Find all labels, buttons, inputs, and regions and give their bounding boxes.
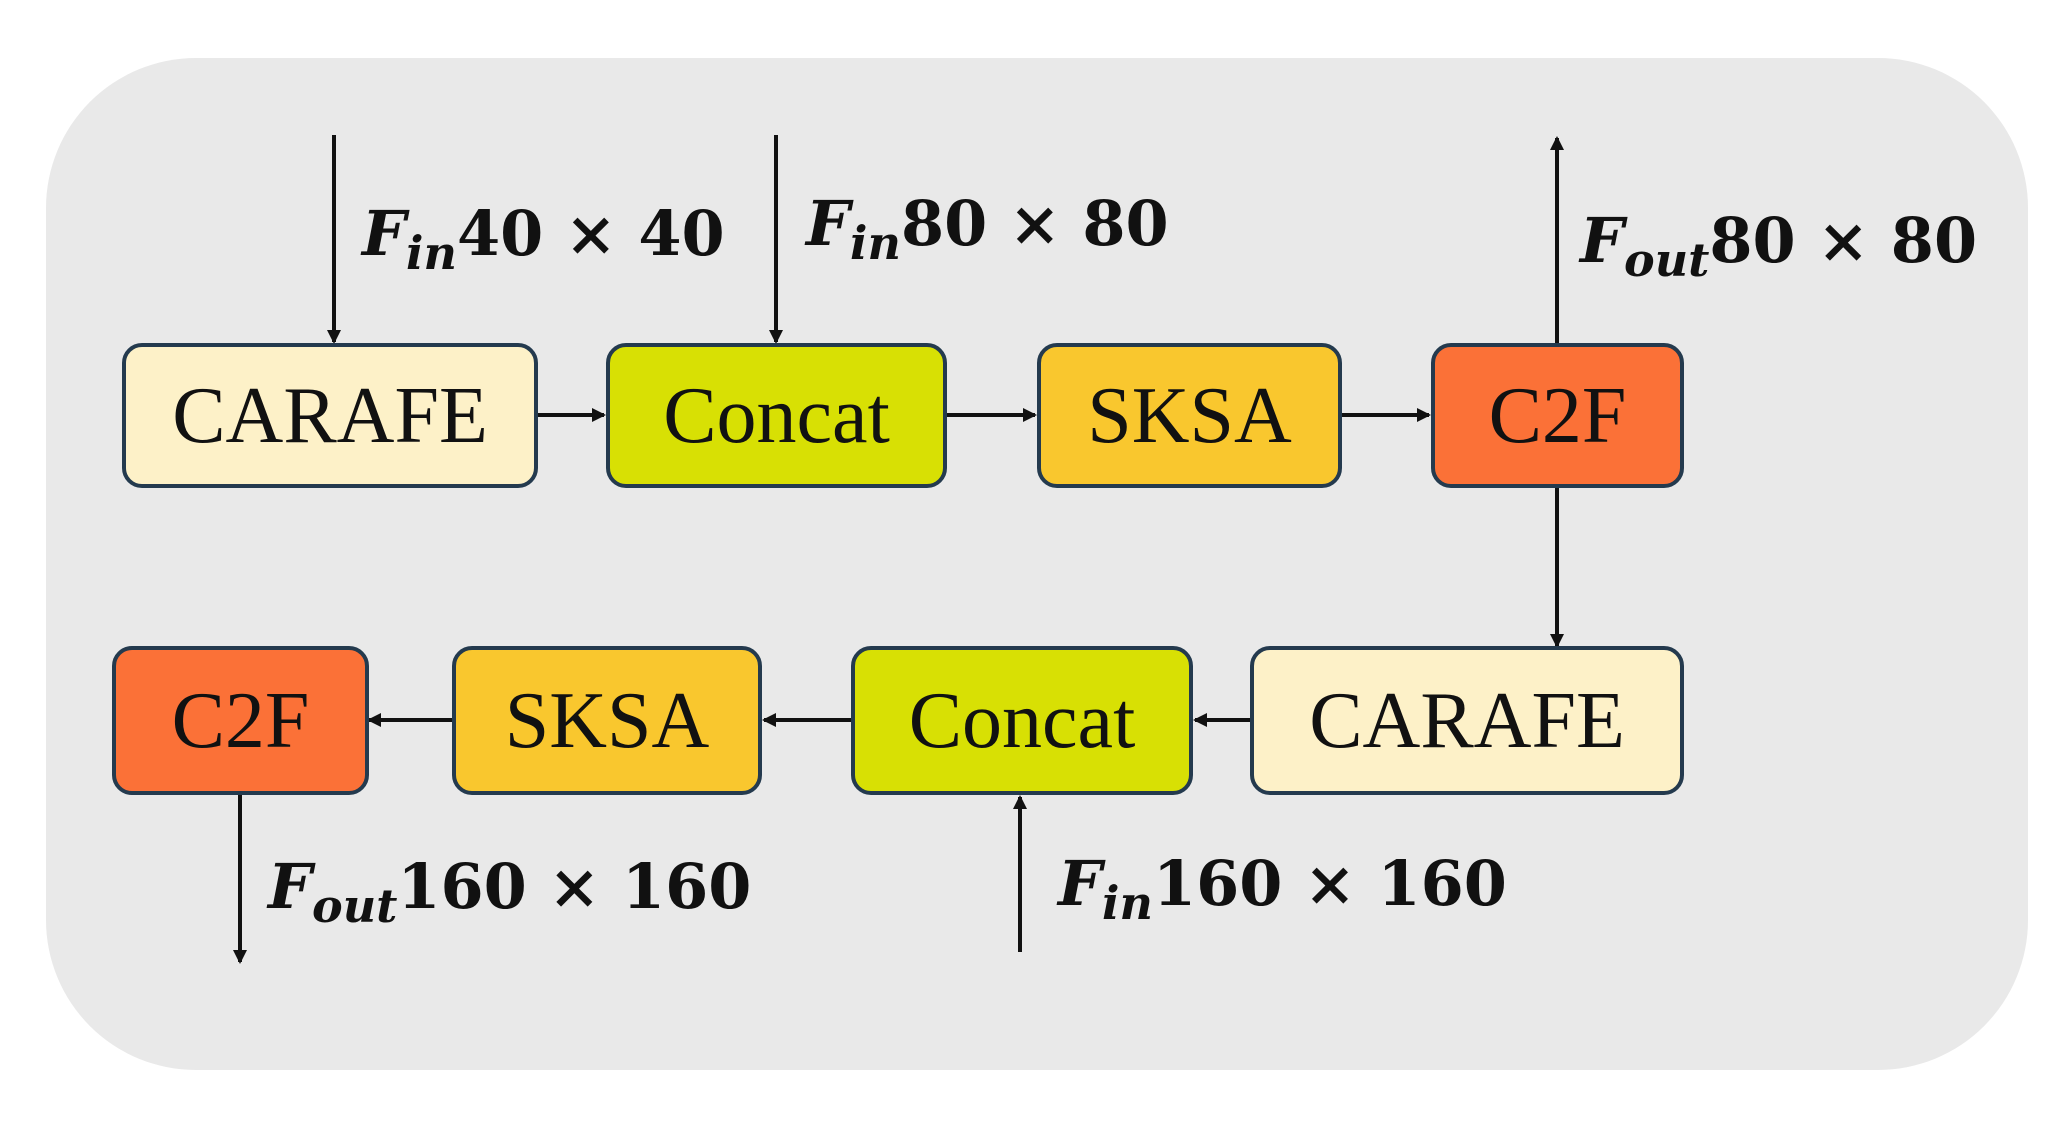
label-fin-160: Fin160 × 160 xyxy=(1056,847,1507,930)
carafe-block-top: CARAFE xyxy=(122,343,538,488)
carafe-block-top-label: CARAFE xyxy=(172,371,488,460)
sksa-block-top-label: SKSA xyxy=(1087,371,1292,460)
c2f-block-top: C2F xyxy=(1431,343,1684,488)
carafe-block-bottom: CARAFE xyxy=(1250,646,1684,795)
label-fin-40: Fin40 × 40 xyxy=(360,197,725,280)
concat-block-bottom: Concat xyxy=(851,646,1193,795)
concat-block-bottom-label: Concat xyxy=(908,676,1136,765)
diagram-panel xyxy=(46,58,2028,1070)
concat-block-top-label: Concat xyxy=(663,371,890,460)
c2f-block-top-label: C2F xyxy=(1488,371,1627,460)
label-fout-80: Fout80 × 80 xyxy=(1578,204,1977,287)
label-fin-80: Fin80 × 80 xyxy=(804,187,1169,270)
sksa-block-top: SKSA xyxy=(1037,343,1342,488)
concat-block-top: Concat xyxy=(606,343,947,488)
label-fout-160: Fout160 × 160 xyxy=(266,850,751,933)
carafe-block-bottom-label: CARAFE xyxy=(1309,676,1625,765)
c2f-block-bottom: C2F xyxy=(112,646,369,795)
sksa-block-bottom: SKSA xyxy=(452,646,762,795)
sksa-block-bottom-label: SKSA xyxy=(504,676,710,765)
c2f-block-bottom-label: C2F xyxy=(171,676,310,765)
